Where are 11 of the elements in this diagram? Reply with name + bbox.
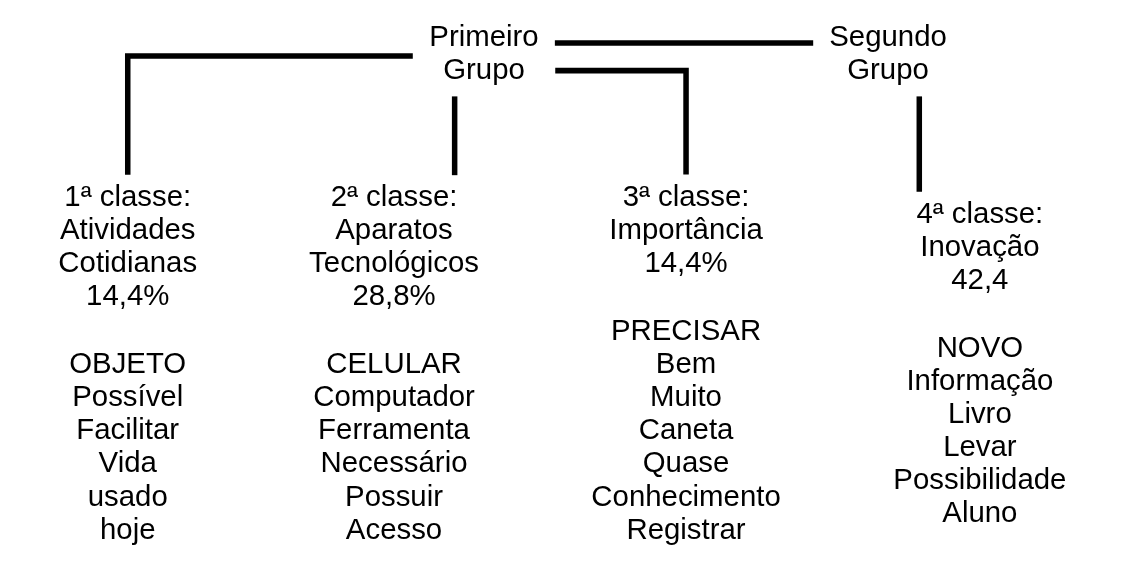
node-text: Primeiro Grupo [428,19,539,86]
connector [124,53,413,175]
connector [916,96,922,192]
node-text: 1ª classe: Atividades Cotidianas 14,4% OBJETO Possível Facilitar Vida usado hoje [57,179,197,545]
node-text: 3ª classe: Importância 14,4% PRECISAR Bem Muito Caneta Quase Conhecimento Registrar [590,179,781,545]
node-text: 4ª classe: Inovação 42,4 NOVO Informação Livro Levar Possibilidade Aluno [892,195,1066,529]
connector [554,67,689,175]
node-text: 2ª classe: Aparatos Tecnológicos 28,8% CELULAR Computador Ferramenta Necessário Possuir Acesso [308,179,479,545]
connector [451,96,457,176]
connector [554,40,813,46]
node-text: Segundo Grupo [828,19,947,86]
